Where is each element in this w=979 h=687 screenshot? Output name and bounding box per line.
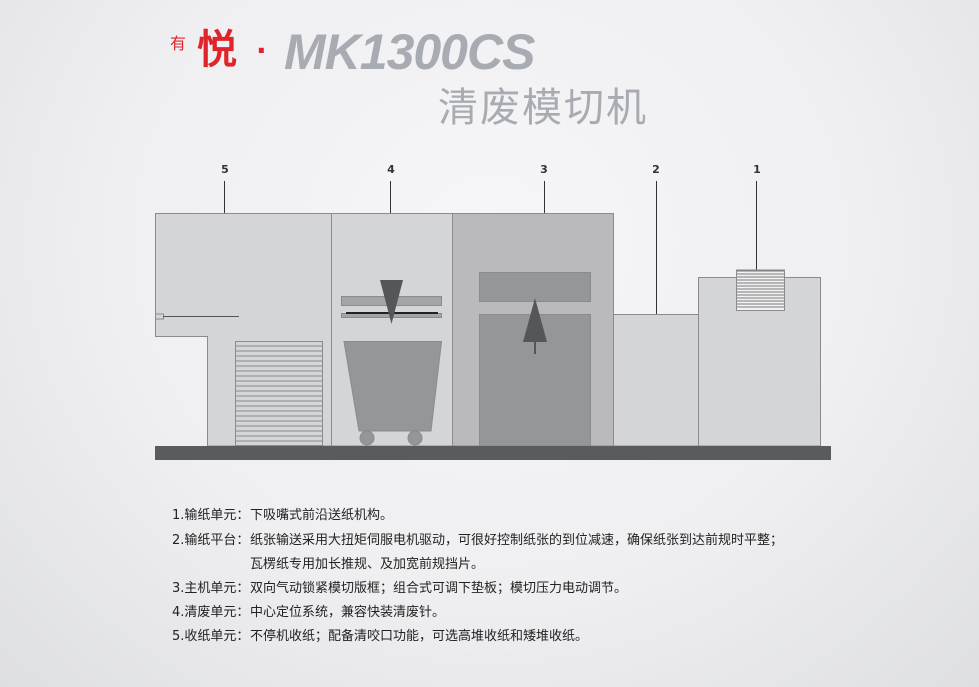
description-text: 双向气动锁紧模切版框；组合式可调下垫板；模切压力电动调节。 (250, 581, 628, 596)
description-feeder-table: 2.输纸平台：纸张输送采用大扭矩伺服电机驱动，可很好控制纸张的到位减速，确保纸张… (172, 532, 783, 550)
callout-number-1: 1 (753, 163, 761, 176)
description-stripping-unit: 4.清废单元：中心定位系统，兼容快装清废针。 (172, 604, 445, 622)
description-label: 5.收纸单元： (172, 629, 250, 644)
description-label: 3.主机单元： (172, 581, 250, 596)
brand-small-char: 有 (170, 34, 187, 53)
feeder-table (613, 314, 699, 447)
callout-number-3: 3 (540, 163, 548, 176)
description-label: 2.输纸平台： (172, 533, 250, 548)
brand-main-char: 悦 (197, 27, 237, 73)
description-label: 4.清废单元： (172, 605, 250, 620)
model-name: MK1300CS (284, 24, 535, 80)
product-subtitle: 清废模切机 (438, 85, 648, 131)
description-label: 1.输纸单元： (172, 508, 250, 523)
callout-number-2: 2 (652, 163, 660, 176)
description-feeder-unit: 1.输纸单元：下吸嘴式前沿送纸机构。 (172, 507, 393, 525)
description-text: 瓦楞纸专用加长推规、及加宽前规挡片。 (250, 557, 485, 572)
description-delivery-unit: 5.收纸单元：不停机收纸；配备清咬口功能，可选高堆收纸和矮堆收纸。 (172, 628, 588, 646)
description-text: 中心定位系统，兼容快装清废针。 (250, 605, 446, 620)
callout-line-2 (656, 181, 657, 315)
callout-number-4: 4 (387, 163, 395, 176)
feeder-paper-stack (737, 270, 784, 308)
description-text: 不停机收纸；配备清咬口功能，可选高堆收纸和矮堆收纸。 (250, 629, 589, 644)
callout-number-5: 5 (221, 163, 229, 176)
machine-base (155, 446, 831, 460)
description-main-unit: 3.主机单元：双向气动锁紧模切版框；组合式可调下垫板；模切压力电动调节。 (172, 580, 627, 598)
description-text: 纸张输送采用大扭矩伺服电机驱动，可很好控制纸张的到位减速，确保纸张到达前规时平整… (250, 533, 784, 548)
die-cut-arrow (523, 298, 547, 342)
callout-line-1 (756, 181, 757, 276)
brand-separator: · (256, 34, 267, 67)
delivery-stack (236, 345, 322, 442)
stripping-arrow (380, 280, 403, 324)
description-text: 下吸嘴式前沿送纸机构。 (250, 508, 394, 523)
description-feeder-table-cont: 瓦楞纸专用加长推规、及加宽前规挡片。 (172, 556, 484, 574)
